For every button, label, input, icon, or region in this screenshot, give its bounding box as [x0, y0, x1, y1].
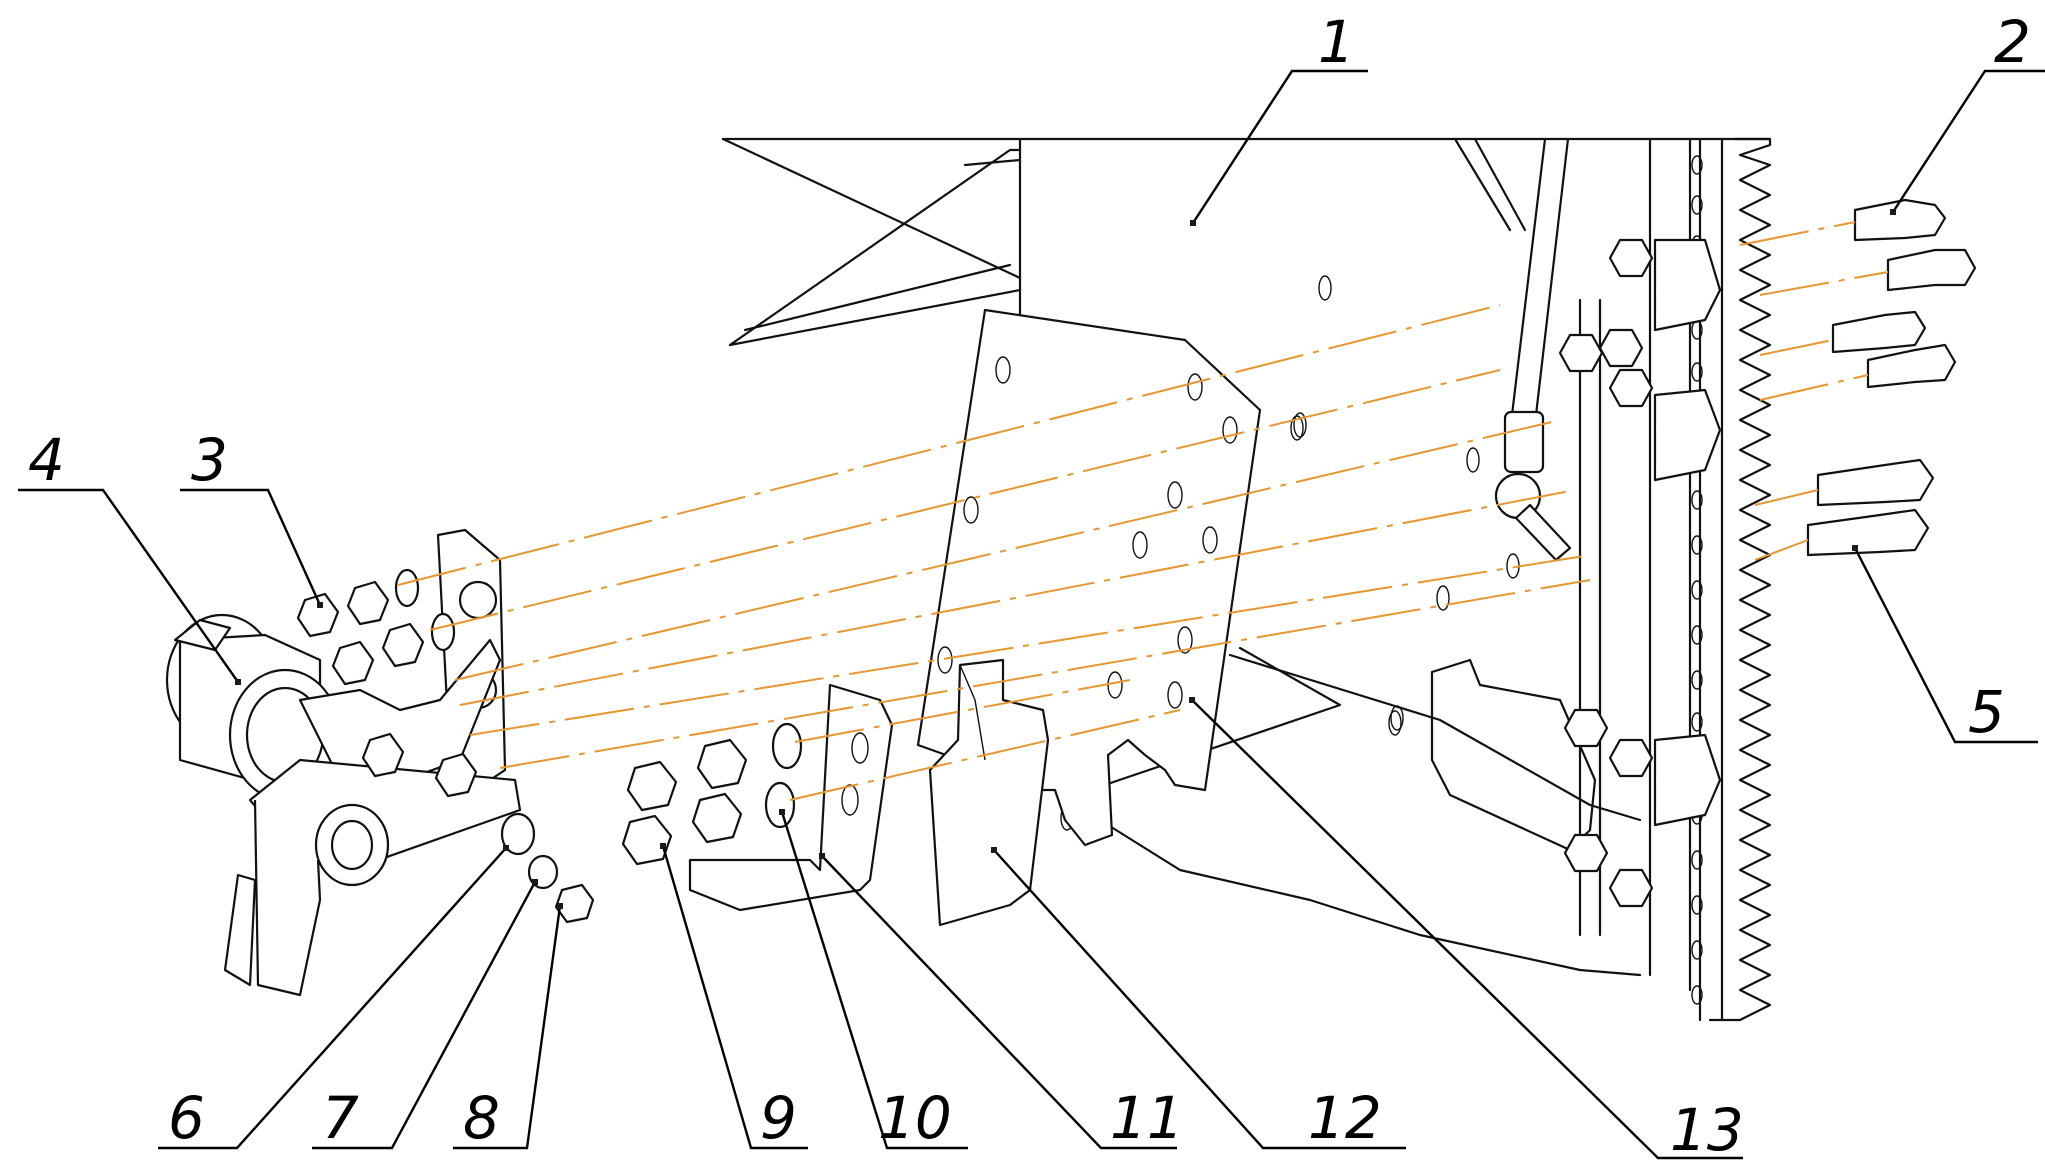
bracket-fasteners: [621, 722, 803, 866]
bar-nuts: [1558, 238, 1654, 908]
callout-6: 6: [168, 1084, 205, 1152]
callout-12: 12: [1308, 1084, 1382, 1152]
callout-1: 1: [1318, 8, 1355, 76]
callout-3: 3: [191, 426, 228, 494]
callout-labels: 1 2 3 4 5 6 7 8 9 10 11 12 13: [28, 8, 2031, 1164]
frame-holes: [1060, 275, 1520, 831]
callout-9: 9: [760, 1084, 797, 1152]
callout-5: 5: [1968, 678, 2005, 746]
callout-4: 4: [28, 426, 65, 494]
cutter-bar: [1558, 137, 1772, 1022]
callout-8: 8: [463, 1084, 500, 1152]
callout-10: 10: [878, 1084, 952, 1152]
plate-holes: [937, 356, 1238, 709]
angle-bracket: [688, 683, 894, 912]
callout-11: 11: [1110, 1084, 1184, 1152]
axis-lines: [397, 221, 1889, 801]
header-frame: [721, 137, 1772, 977]
callout-dots: [235, 209, 1896, 909]
hydraulic-hose: [1494, 137, 1572, 562]
pin-fasteners: [500, 812, 595, 924]
leader-lines: [18, 69, 2045, 1160]
callout-13: 13: [1670, 1096, 1744, 1164]
callout-2: 2: [1994, 8, 2031, 76]
callout-7: 7: [322, 1084, 359, 1152]
drive-head-nuts: [296, 568, 478, 798]
bolts: [1806, 198, 1977, 557]
